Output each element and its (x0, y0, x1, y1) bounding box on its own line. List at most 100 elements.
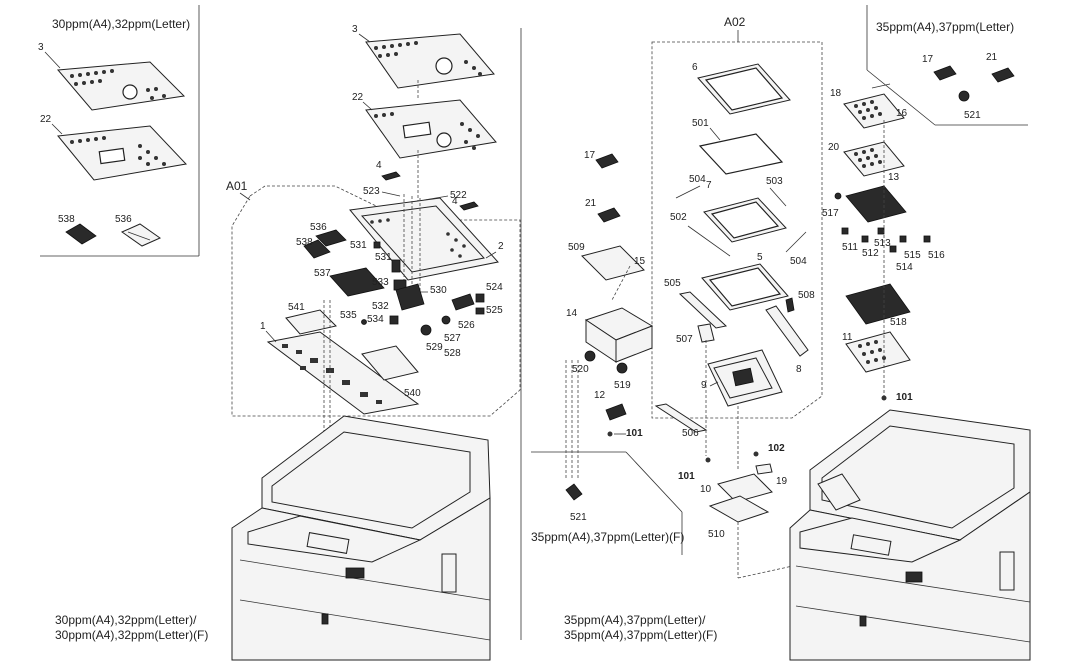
callout-21-a: 21 (585, 198, 597, 209)
part-527 (441, 315, 451, 325)
assembly-label-a01: A01 (226, 179, 248, 193)
callout-101-c: 101 (896, 392, 913, 403)
panel-cover-3 (365, 33, 495, 89)
strip-504-left (675, 185, 701, 199)
callout-13: 13 (888, 172, 900, 183)
callout-3-inset: 3 (38, 42, 44, 53)
inset-panel-cover-22 (57, 125, 188, 181)
printer-body-right (789, 409, 1031, 661)
glass-5 (701, 263, 789, 311)
part-526 (451, 293, 475, 311)
a02-boundary (651, 41, 823, 419)
callout-541: 541 (288, 302, 305, 313)
inset-panel-cover-3 (56, 61, 186, 111)
callout-4-left: 4 (376, 160, 382, 171)
callout-519: 519 (614, 380, 631, 391)
bracket-541 (285, 309, 337, 335)
callout-102: 102 (768, 443, 785, 454)
callout-14: 14 (566, 308, 578, 319)
rail-505 (678, 291, 728, 329)
callout-508: 508 (798, 290, 815, 301)
section-label-bottom-mid-2: 35ppm(A4),37ppm(Letter)(F) (564, 628, 717, 642)
film-501 (698, 133, 784, 175)
carriage-9 (707, 349, 783, 407)
keypad-frame-13 (845, 185, 907, 223)
callout-22: 22 (352, 92, 364, 103)
callout-536-inset: 536 (115, 214, 132, 225)
callout-504-right: 504 (790, 256, 807, 267)
frame-lines (40, 5, 1028, 640)
panel-cover-22 (365, 99, 497, 159)
part-21-b (991, 67, 1015, 83)
callout-521-b: 521 (964, 110, 981, 121)
pcb-1 (266, 331, 420, 415)
callout-19: 19 (776, 476, 788, 487)
callout-9: 9 (701, 380, 707, 391)
callout-101-a: 101 (626, 428, 643, 439)
part-17-b (933, 65, 957, 81)
callout-536: 536 (310, 222, 327, 233)
callout-534: 534 (367, 314, 384, 325)
callout-517: 517 (822, 208, 839, 219)
bracket-10 (717, 473, 773, 503)
callout-506: 506 (682, 428, 699, 439)
part-21-a (597, 207, 621, 223)
keypad-cover-20 (843, 141, 905, 177)
callout-511: 511 (842, 242, 858, 253)
callout-22-inset: 22 (40, 114, 52, 125)
part-538 (303, 239, 331, 259)
callout-540: 540 (404, 388, 421, 399)
callout-20: 20 (828, 142, 840, 153)
inset-part-536 (120, 223, 162, 247)
callout-1: 1 (260, 321, 266, 332)
callout-8: 8 (796, 364, 802, 375)
rail-8 (765, 305, 809, 357)
callout-535: 535 (340, 310, 357, 321)
part-12 (605, 403, 627, 421)
callout-520: 520 (572, 364, 589, 375)
callout-518: 518 (890, 317, 907, 328)
callout-526: 526 (458, 320, 475, 331)
callout-529: 529 (426, 342, 443, 353)
callout-501: 501 (692, 118, 709, 129)
callout-523: 523 (363, 186, 380, 197)
section-label-mid-right-f: 35ppm(A4),37ppm(Letter)(F) (531, 530, 684, 544)
callout-15: 15 (634, 256, 646, 267)
callout-6: 6 (692, 62, 698, 73)
callout-18: 18 (830, 88, 842, 99)
section-label-top-left: 30ppm(A4),32ppm(Letter) (52, 17, 190, 31)
callout-10: 10 (700, 484, 712, 495)
keypad-cover-18 (843, 93, 905, 129)
section-label-bottom-mid-1: 35ppm(A4),37ppm(Letter)/ (564, 613, 706, 627)
callout-5: 5 (757, 252, 763, 263)
sheet-509 (581, 245, 645, 281)
callout-512: 512 (862, 248, 879, 259)
callout-530: 530 (430, 285, 447, 296)
callout-11: 11 (842, 332, 853, 343)
callout-510: 510 (708, 529, 725, 540)
callout-21-b: 21 (986, 52, 998, 63)
pcb-11 (845, 331, 911, 373)
bracket-540 (361, 345, 419, 381)
callout-7: 7 (706, 180, 712, 191)
callout-525: 525 (486, 305, 503, 316)
rubber-keypad-518 (845, 283, 911, 325)
callout-509: 509 (568, 242, 585, 253)
callout-538: 538 (296, 237, 313, 248)
section-label-bottom-left-1: 30ppm(A4),32ppm(Letter)/ (55, 613, 197, 627)
bracket-510 (708, 495, 770, 523)
callout-521-a: 521 (570, 512, 587, 523)
callout-515: 515 (904, 250, 921, 261)
part-536 (315, 229, 347, 247)
part-521-a (565, 483, 583, 501)
part-532 (395, 283, 425, 311)
callout-17-a: 17 (584, 150, 596, 161)
assembly-label-a02: A02 (724, 15, 746, 29)
callout-4-right: 4 (452, 196, 458, 207)
part-529 (420, 324, 432, 336)
callout-532: 532 (372, 301, 389, 312)
section-label-bottom-left-2: 30ppm(A4),32ppm(Letter)(F) (55, 628, 208, 642)
callout-524: 524 (486, 282, 503, 293)
part-17-a (595, 153, 619, 169)
callout-537: 537 (314, 268, 331, 279)
